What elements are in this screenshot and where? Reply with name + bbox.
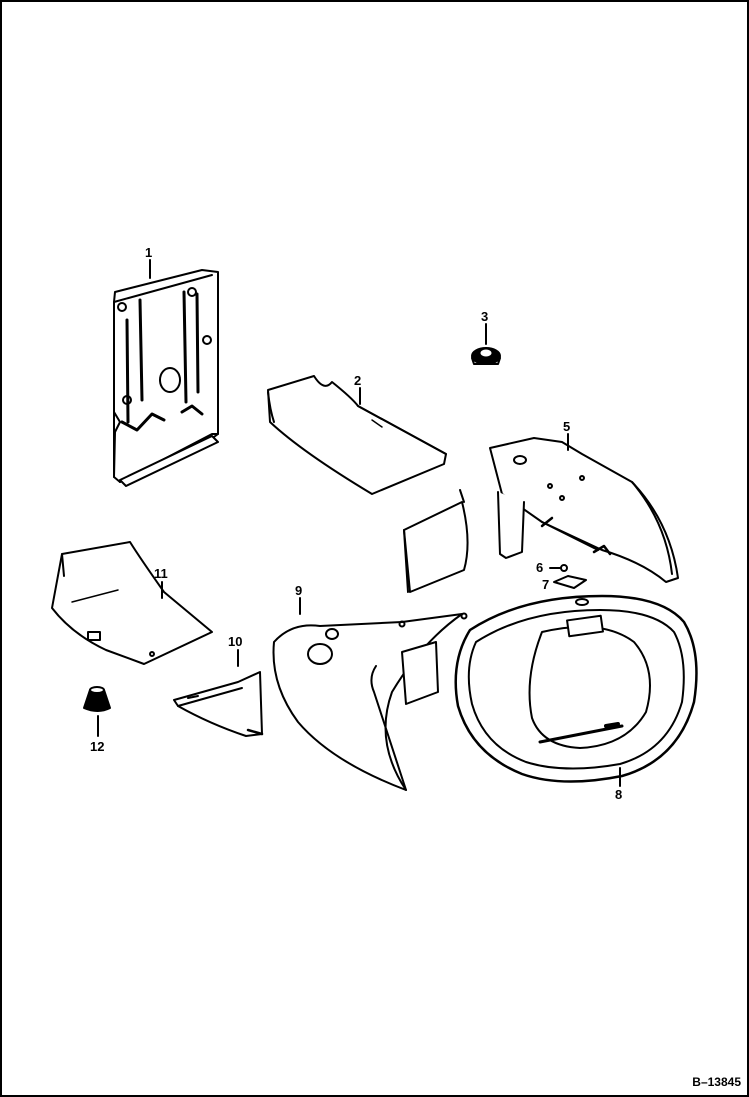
part-9-side-shroud xyxy=(274,612,468,791)
side-bracket xyxy=(404,490,468,592)
part-1-baffle-plate xyxy=(114,270,218,486)
part-5-top-shroud xyxy=(490,438,678,582)
callout-1: 1 xyxy=(145,245,153,260)
callout-9: 9 xyxy=(295,583,303,598)
part-3-grommet xyxy=(472,348,500,364)
callout-12: 12 xyxy=(90,739,105,754)
callout-7: 7 xyxy=(542,577,550,592)
callout-10: 10 xyxy=(228,634,243,649)
part-6-screw xyxy=(550,564,568,572)
callout-11: 11 xyxy=(154,566,168,581)
figure-id-label: B–13845 xyxy=(692,1075,741,1089)
callout-2: 2 xyxy=(354,373,362,388)
part-12-bumper xyxy=(84,687,110,711)
part-11-lower-baffle xyxy=(52,542,212,664)
callout-5: 5 xyxy=(563,419,571,434)
part-10-deflector xyxy=(174,672,262,736)
callout-6: 6 xyxy=(536,560,544,575)
callout-8: 8 xyxy=(615,787,623,802)
part-2-curved-shield xyxy=(268,376,446,494)
callout-3: 3 xyxy=(481,309,489,324)
part-8-cover xyxy=(456,596,697,782)
part-7-clip xyxy=(554,576,586,588)
